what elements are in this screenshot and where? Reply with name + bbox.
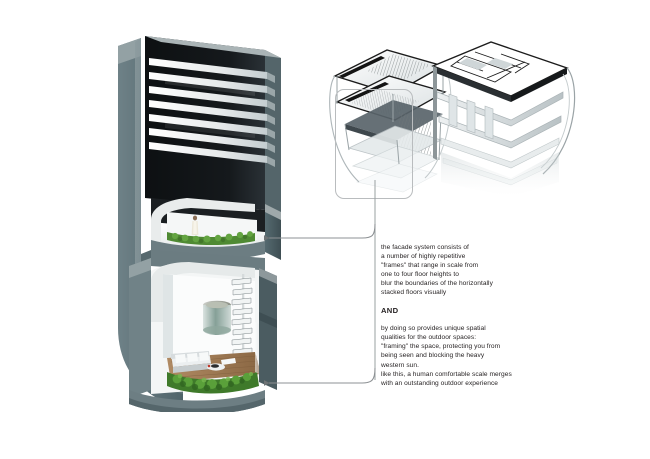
isometric-model-right	[431, 41, 576, 197]
leader-lines	[240, 180, 420, 400]
tower-base-slab	[129, 390, 265, 412]
leader-lines-svg	[264, 180, 376, 386]
paragraph1-line: stacked floors visually	[381, 289, 447, 297]
spiral-staircase	[231, 274, 253, 366]
annotation-connector-and: AND	[381, 306, 399, 316]
tower-render-svg	[118, 36, 281, 412]
paragraph1-line: a number of highly repetitive	[381, 253, 466, 261]
human-figure	[191, 215, 199, 235]
isometric-massing-models	[315, 32, 595, 197]
tower-section-render	[105, 22, 295, 412]
isometric-model-left	[329, 49, 452, 193]
glass-cylinder-volume	[203, 300, 231, 335]
isometric-models-svg	[329, 41, 576, 197]
leader-arrow-upper	[264, 223, 376, 241]
upper-framed-terrace	[151, 198, 265, 260]
paragraph2-line: "framing" the space, protecting you from	[381, 343, 501, 351]
right-service-mass-upper	[265, 204, 281, 260]
paragraph1-line: blur the boundaries of the horizontally	[381, 280, 493, 288]
text-gap-upper	[381, 297, 556, 306]
facade-frame-callout-box	[335, 89, 413, 199]
paragraph2-line: being seen and blocking the heavy	[381, 352, 485, 360]
paragraph2-line: qualities for the outdoor spaces:	[381, 334, 477, 342]
right-service-mass-lower	[259, 268, 277, 390]
sofa	[171, 351, 211, 373]
annotation-paragraph-1: the facade system consists of a number o…	[381, 243, 556, 297]
paragraph1-line: "frames" that range in scale from	[381, 262, 479, 270]
facade-louver-slats	[149, 58, 275, 167]
annotation-text-block: the facade system consists of a number o…	[381, 243, 556, 388]
paragraph1-line: the facade system consists of	[381, 244, 469, 251]
coffee-table	[207, 358, 236, 371]
leader-arrow-lower	[264, 367, 376, 386]
paragraph2-line: with an outstanding outdoor experience	[381, 379, 499, 387]
text-gap-lower	[381, 315, 556, 324]
paragraph2-line: like this, a human comfortable scale mer…	[381, 370, 512, 378]
paragraph2-line: western sun.	[381, 361, 419, 369]
paragraph1-line: one to four floor heights to	[381, 271, 460, 279]
annotation-paragraph-2: by doing so provides unique spatial qual…	[381, 324, 556, 387]
lower-terrace-interior	[167, 351, 261, 394]
paragraph2-line: by doing so provides unique spatial	[381, 325, 486, 333]
